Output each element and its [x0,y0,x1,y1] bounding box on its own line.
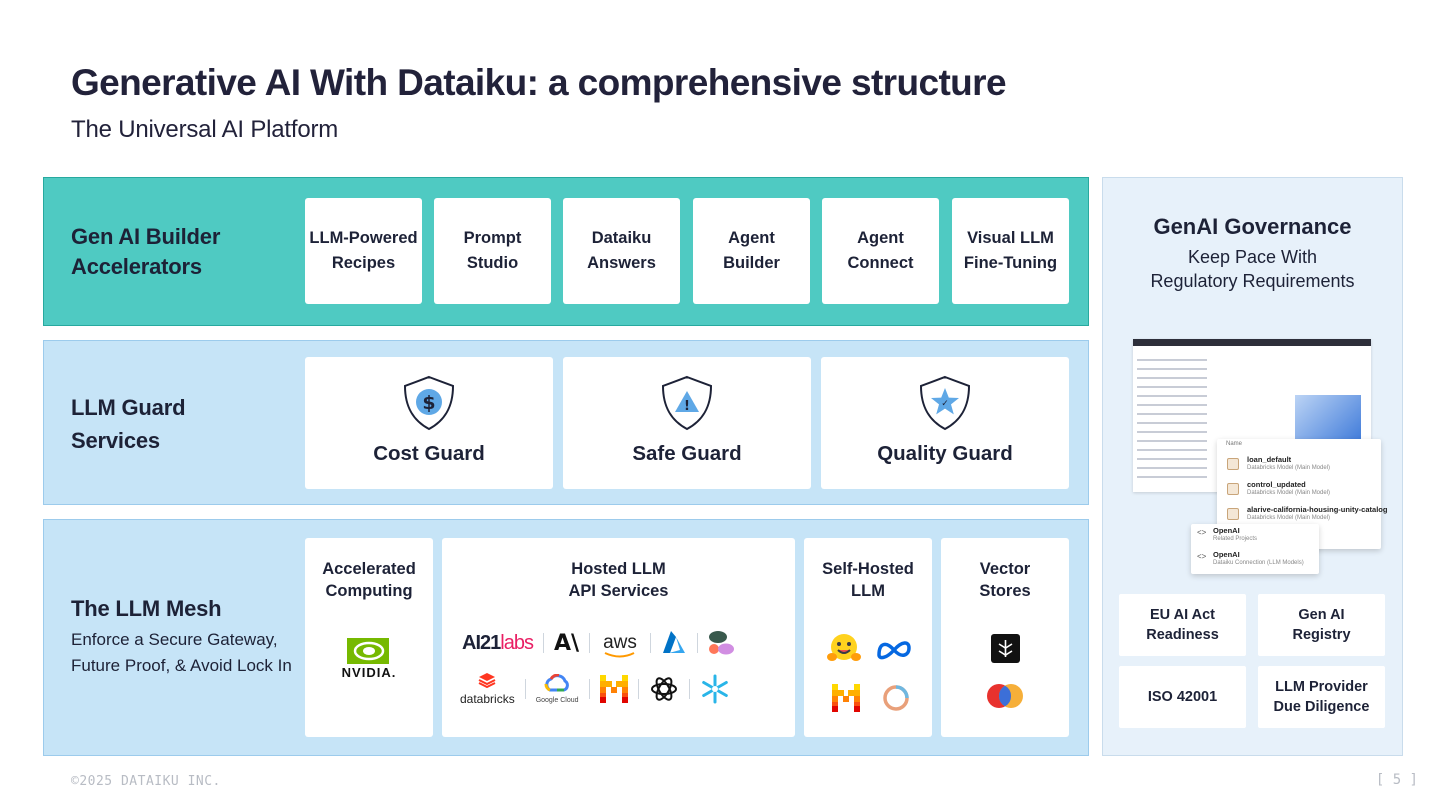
genai-governance-panel: GenAI Governance Keep Pace With Regulato… [1102,177,1403,756]
model-icon [1227,458,1239,470]
code-icon: <> [1197,528,1207,537]
anthropic-logo-icon: A\ [553,630,580,656]
mistral-self-hosted-logo-icon [832,684,860,712]
azure-logo-icon [663,631,686,653]
star-shield-icon: ✓ [919,375,971,431]
governance-title: GenAI Governance [1153,214,1352,239]
llm-mesh-band: The LLM Mesh Enforce a Secure Gateway, F… [43,519,1089,756]
hosted-logos-row-1: AI21labs A\ aws [462,630,736,658]
svg-text:✓: ✓ [941,399,949,409]
mistral-logo-icon [599,675,628,703]
popup-list-item[interactable]: alarive-california-housing-unity-catalog… [1223,503,1387,525]
aws-logo-icon: aws [600,632,640,658]
nvidia-logo-icon [347,638,389,664]
popup-list-item[interactable]: loan_default Databricks Model (Main Mode… [1223,453,1373,475]
dollar-shield-icon: $ [403,375,455,431]
self-hosted-llm-card[interactable]: Self-Hosted LLM [804,538,932,737]
cost-guard-card[interactable]: $ Cost Guard [305,357,553,489]
llm-guard-services-band: LLM Guard Services $ Cost Guard ! Safe G… [43,340,1089,505]
ai21-labs-logo-icon: AI21labs [462,631,534,654]
google-cloud-logo-icon: Google Cloud [536,673,579,704]
vector-db-circles-logo-icon [987,684,1023,708]
page-subtitle: The Universal AI Platform [71,116,339,143]
copyright-footer: ©2025 DATAIKU INC. [71,774,221,789]
hosted-logos-row-2: databricks Google Cloud [460,672,730,706]
databricks-logo-icon: databricks [460,672,515,706]
openai-logo-icon [650,677,677,701]
mesh-band-subtitle: Enforce a Secure Gateway, Future Proof, … [71,630,292,675]
warning-shield-icon: ! [661,375,713,431]
vector-stores-card[interactable]: Vector Stores [941,538,1069,737]
quality-guard-label: Quality Guard [877,442,1013,465]
guard-band-title: LLM Guard Services [71,395,186,453]
model-icon [1227,483,1239,495]
code-icon: <> [1197,552,1207,561]
snowflake-logo-icon [701,674,728,704]
safe-guard-label: Safe Guard [632,442,742,465]
meta-logo-icon [877,641,911,660]
llm-connection-popup: <> OpenAI Related Projects <> OpenAI Dat… [1191,524,1319,574]
iso-42001-card[interactable]: ISO 42001 [1119,666,1246,728]
nvidia-logo-text: NVIDIA. [341,665,397,680]
page-number: [ 5 ] [1375,772,1418,788]
cohere-logo-icon [709,631,735,655]
svg-text:$: $ [422,392,435,414]
page-title: Generative AI With Dataiku: a comprehens… [71,62,1007,103]
svg-text:!: ! [684,399,690,414]
hosted-llm-api-services-card[interactable]: Hosted LLM API Services AI21labs A\ aws [442,538,795,737]
cost-guard-label: Cost Guard [373,442,485,465]
ring-model-logo-icon [883,685,909,711]
builder-band-title: Gen AI Builder Accelerators [71,224,221,279]
safe-guard-card[interactable]: ! Safe Guard [563,357,811,489]
quality-guard-card[interactable]: ✓ Quality Guard [821,357,1069,489]
model-icon [1227,508,1239,520]
mesh-band-title: The LLM Mesh [71,596,222,621]
pinecone-logo-icon [991,634,1020,663]
popup-list-item[interactable]: control_updated Databricks Model (Main M… [1223,478,1373,500]
governance-subtitle: Keep Pace With Regulatory Requirements [1150,247,1355,291]
huggingface-logo-icon [827,634,861,661]
accelerated-computing-card[interactable]: Accelerated Computing NVIDIA. [305,538,433,737]
